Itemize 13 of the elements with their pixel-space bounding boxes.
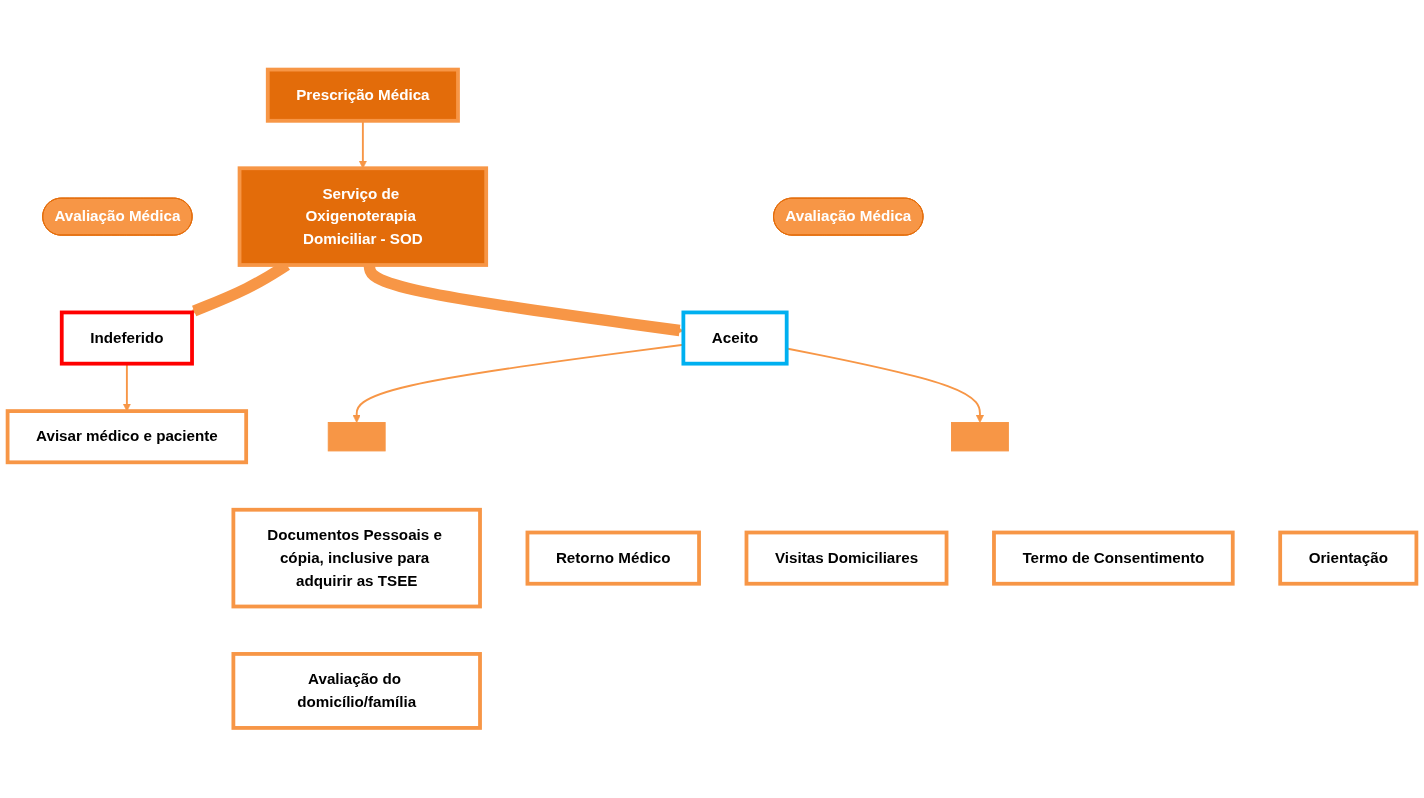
node-box: Retorno Médico [525,530,701,586]
node-bar [327,422,386,452]
node-box: Avisar médico e paciente [5,409,249,465]
node-box: Termo de Consentimento [992,530,1235,586]
node-box: Prescrição Médica [265,67,460,123]
node-box: Indeferido [59,310,194,366]
node-box: Avaliação do domicílio/família [231,652,482,731]
node-bar [951,422,1009,452]
node-box: Orientação [1278,530,1419,586]
node-box: Serviço de Oxigenoterapia Domiciliar - SOD [237,166,489,268]
node-box: Documentos Pessoais e cópia, inclusive para adquirir as TSEE [231,508,482,609]
node-box: Visitas Domiciliares [744,530,949,586]
node-box: Aceito [681,310,789,366]
